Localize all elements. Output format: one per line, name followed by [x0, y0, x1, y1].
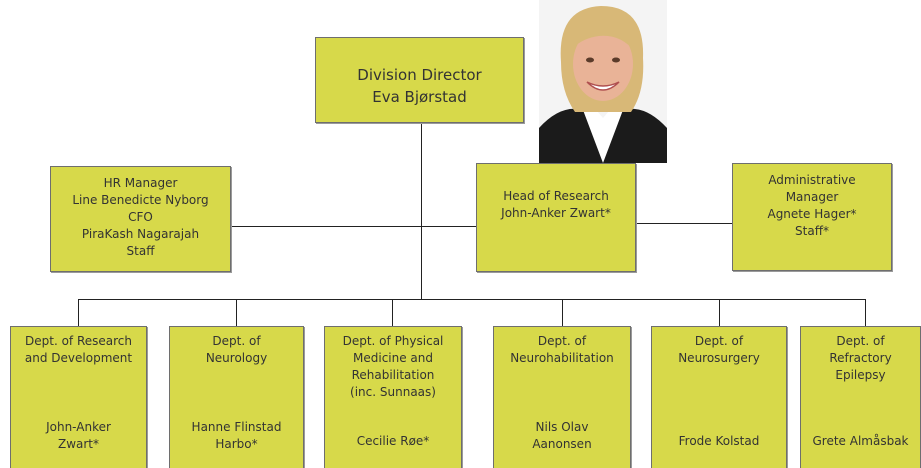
connector-dept-3: [392, 299, 393, 326]
dept-name-line: Dept. of Physical: [342, 334, 444, 348]
dept-name-line: Neurology: [205, 351, 268, 365]
dept-refractory-epilepsy-box: Dept. of Refractory Epilepsy Grete Almås…: [800, 326, 921, 468]
division-director-box: Division Director Eva Bjørstad: [315, 37, 524, 123]
hr-line: PiraKash Nagarajah: [81, 227, 200, 241]
dept-head-line: Nils Olav: [535, 420, 589, 434]
dept-name: Dept. of Neurosurgery: [652, 333, 786, 367]
dept-name-line: Dept. of: [537, 334, 587, 348]
hr-cfo-box: HR Manager Line Benedicte Nyborg CFO Pir…: [50, 166, 231, 272]
dept-name: Dept. of Neurology: [170, 333, 303, 367]
dept-head-line: Harbo*: [215, 437, 258, 451]
dept-name-line: Neurohabilitation: [510, 351, 614, 365]
director-title: Division Director: [357, 66, 482, 84]
dept-name: Dept. of Neurohabilitation: [494, 333, 630, 367]
dept-head-line: Zwart*: [57, 437, 100, 451]
admin-line: Staff*: [795, 224, 829, 238]
dept-name-line: Epilepsy: [835, 368, 886, 382]
dept-head: Nils Olav Aanonsen: [494, 419, 630, 453]
connector-departments-horizontal: [78, 299, 865, 300]
admin-line: Agnete Hager*: [767, 207, 857, 221]
dept-head: Hanne Flinstad Harbo*: [170, 419, 303, 453]
connector-dept-4: [562, 299, 563, 326]
admin-line: Administrative: [768, 173, 856, 187]
dept-head-line: Frode Kolstad: [678, 434, 760, 448]
connector-dept-6: [865, 299, 866, 326]
dept-name-line: Refractory: [829, 351, 892, 365]
connector-staff-horizontal: [231, 226, 476, 227]
dept-name-line: Dept. of: [836, 334, 885, 348]
dept-head-line: Hanne Flinstad: [191, 420, 282, 434]
dept-neurosurgery-box: Dept. of Neurosurgery Frode Kolstad: [651, 326, 787, 468]
dept-name-line: Dept. of: [694, 334, 744, 348]
dept-research-development-box: Dept. of Research and Development John-A…: [10, 326, 147, 468]
connector-dept-5: [719, 299, 720, 326]
hr-line: Line Benedicte Nyborg: [72, 193, 209, 207]
dept-head: Cecilie Røe*: [325, 433, 461, 450]
dept-name-line: Neurosurgery: [678, 351, 760, 365]
dept-head-line: John-Anker: [46, 420, 111, 434]
dept-head-line: Aanonsen: [532, 437, 592, 451]
dept-head: Grete Almåsbak: [801, 433, 920, 450]
connector-dept-2: [236, 299, 237, 326]
dept-name: Dept. of Physical Medicine and Rehabilit…: [325, 333, 461, 401]
hr-line: Staff: [126, 244, 155, 258]
hr-line: CFO: [128, 210, 153, 224]
dept-neurology-box: Dept. of Neurology Hanne Flinstad Harbo*: [169, 326, 304, 468]
research-name: John-Anker Zwart*: [501, 206, 611, 220]
connector-director-trunk: [421, 123, 422, 299]
research-title: Head of Research: [503, 189, 609, 203]
dept-head: John-Anker Zwart*: [11, 419, 146, 453]
dept-name-line: Dept. of Research: [25, 334, 132, 348]
director-name: Eva Bjørstad: [372, 88, 467, 106]
dept-name-line: Rehabilitation: [351, 368, 435, 382]
administrative-manager-box: Administrative Manager Agnete Hager* Sta…: [732, 163, 892, 271]
dept-neurohabilitation-box: Dept. of Neurohabilitation Nils Olav Aan…: [493, 326, 631, 468]
director-photo: [539, 0, 667, 163]
dept-head: Frode Kolstad: [652, 433, 786, 450]
dept-head-line: Grete Almåsbak: [812, 434, 909, 448]
head-of-research-box: Head of Research John-Anker Zwart*: [476, 163, 636, 272]
connector-admin-horizontal: [636, 223, 732, 224]
dept-name-line: (inc. Sunnaas): [350, 385, 436, 399]
dept-name-line: and Development: [24, 351, 133, 365]
hr-line: HR Manager: [103, 176, 178, 190]
dept-head-line: Cecilie Røe*: [356, 434, 430, 448]
admin-line: Manager: [785, 190, 839, 204]
dept-name: Dept. of Refractory Epilepsy: [801, 333, 920, 384]
dept-name-line: Medicine and: [353, 351, 433, 365]
dept-name-line: Dept. of: [212, 334, 261, 348]
dept-physical-medicine-box: Dept. of Physical Medicine and Rehabilit…: [324, 326, 462, 468]
dept-name: Dept. of Research and Development: [11, 333, 146, 367]
connector-dept-1: [78, 299, 79, 326]
